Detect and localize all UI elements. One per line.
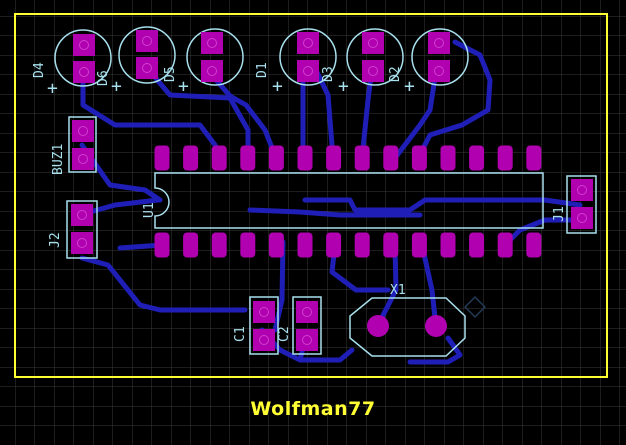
u1-bottom-pad-9 <box>383 232 399 258</box>
u1-bottom-pad-6 <box>297 232 313 258</box>
led-pad-12-hole <box>434 66 444 76</box>
u1-top-pad-1 <box>154 145 170 171</box>
u1-bottom-pad-10 <box>411 232 427 258</box>
led-pad-1-hole <box>79 40 89 50</box>
label-j1: J1 <box>552 206 567 222</box>
u1-bottom-pad-4 <box>240 232 256 258</box>
c2-pad-2-hole <box>302 335 312 345</box>
label-x1: X1 <box>390 283 406 298</box>
led-pad-11-hole <box>434 38 444 48</box>
u1-bottom-pad-1 <box>154 232 170 258</box>
u1-bottom-pad-11 <box>440 232 456 258</box>
led-led7-outline <box>411 28 469 86</box>
c1-outline <box>249 296 279 355</box>
plus-mark-d3: + <box>338 76 349 97</box>
led-pad-5-hole <box>207 38 217 48</box>
crystal-pad-2 <box>425 315 447 337</box>
c2-pad-1-hole <box>302 307 312 317</box>
label-d4: D4 <box>32 62 47 78</box>
led-d6-outline <box>54 29 112 87</box>
u1-bottom-pad-3 <box>211 232 227 258</box>
u1-bottom-pad-5 <box>268 232 284 258</box>
u1-top-pad-5 <box>268 145 284 171</box>
u1-bottom-pad-8 <box>354 232 370 258</box>
led-pad-6-hole <box>207 66 217 76</box>
j2-outline <box>66 200 98 259</box>
u1-bottom-pad-7 <box>326 232 342 258</box>
u1-top-pad-4 <box>240 145 256 171</box>
led-d3-outline <box>279 28 337 86</box>
u1-bottom-pad-12 <box>469 232 485 258</box>
led-pad-3-hole <box>142 36 152 46</box>
u1-top-pad-10 <box>411 145 427 171</box>
u1-top-pad-8 <box>354 145 370 171</box>
label-d6: D6 <box>96 70 111 86</box>
c1-pad-2-hole <box>259 335 269 345</box>
u1-top-pad-14 <box>526 145 542 171</box>
u1-top-pad-11 <box>440 145 456 171</box>
j1-pad-1-hole <box>577 185 587 195</box>
buzzer-outline <box>68 116 97 173</box>
copper-traces <box>79 39 583 365</box>
led-d2-outline <box>346 28 404 86</box>
plus-mark-d4: + <box>47 78 58 99</box>
label-d1: D1 <box>255 62 270 78</box>
plus-mark-d5: + <box>178 76 189 97</box>
led-pad-8-hole <box>303 66 313 76</box>
u1-top-pad-13 <box>497 145 513 171</box>
plus-mark-d1: + <box>272 76 283 97</box>
led-d5-outline <box>118 26 176 84</box>
label-buz1: BUZ1 <box>51 144 66 175</box>
led-d1-outline <box>186 28 244 86</box>
crystal-marker <box>464 296 486 318</box>
author-credit: Wolfman77 <box>250 398 376 420</box>
c2-outline <box>292 296 322 355</box>
crystal-pad-1 <box>367 315 389 337</box>
j1-pad-2-hole <box>577 213 587 223</box>
led-pad-2-hole <box>79 67 89 77</box>
j2-pad-2-hole <box>77 238 87 248</box>
u1-top-pad-12 <box>469 145 485 171</box>
plus-mark-d6: + <box>111 76 122 97</box>
led-pad-9-hole <box>368 38 378 48</box>
label-c2: C2 <box>277 326 292 342</box>
u1-bottom-pad-2 <box>183 232 199 258</box>
plus-mark-d2: + <box>404 76 415 97</box>
u1-top-pad-2 <box>183 145 199 171</box>
led-pad-7-hole <box>303 38 313 48</box>
led-pad-4-hole <box>142 63 152 73</box>
j1-outline <box>566 175 597 234</box>
buzzer-pad-2-hole <box>78 154 88 164</box>
u1-outline <box>154 172 544 229</box>
u1-top-pad-3 <box>211 145 227 171</box>
c1-pad-1-hole <box>259 307 269 317</box>
label-d2: D2 <box>388 66 403 82</box>
label-d5: D5 <box>163 66 178 82</box>
crystal-outline <box>349 297 466 357</box>
u1-top-pad-6 <box>297 145 313 171</box>
u1-top-pad-7 <box>326 145 342 171</box>
label-j2: J2 <box>48 232 63 248</box>
buzzer-pad-1-hole <box>78 126 88 136</box>
u1-top-pad-9 <box>383 145 399 171</box>
label-d3: D3 <box>321 66 336 82</box>
pads <box>71 30 593 351</box>
silkscreen-shapes <box>54 26 597 357</box>
u1-bottom-pad-14 <box>526 232 542 258</box>
label-u1: U1 <box>142 202 157 218</box>
u1-bottom-pad-13 <box>497 232 513 258</box>
label-c1: C1 <box>233 326 248 342</box>
led-pad-10-hole <box>368 66 378 76</box>
board-outline <box>14 13 608 378</box>
j2-pad-1-hole <box>77 210 87 220</box>
